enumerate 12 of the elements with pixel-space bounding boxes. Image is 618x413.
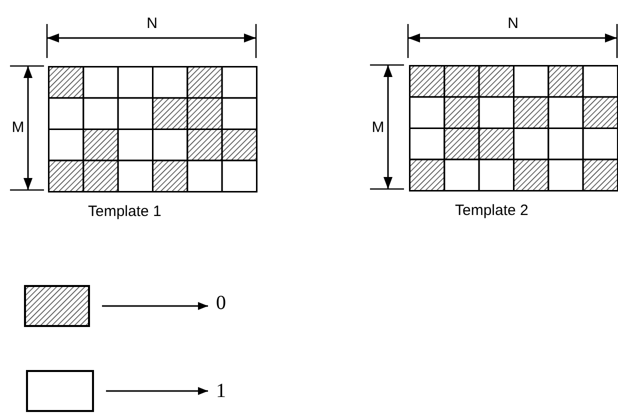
value-label: 0 — [216, 291, 226, 315]
dimension-label: N — [146, 14, 158, 34]
arrow — [106, 387, 208, 395]
dimension-label: N — [506, 14, 520, 34]
hatched-rectangle — [24, 285, 90, 327]
template-caption: Template 2 — [455, 201, 528, 221]
blank-rectangle — [26, 370, 94, 412]
template-caption: Template 1 — [88, 202, 162, 222]
dimension-label: M — [370, 118, 386, 138]
value-label: 1 — [216, 379, 226, 403]
arrow — [102, 302, 208, 310]
dimension-label: M — [10, 118, 26, 138]
